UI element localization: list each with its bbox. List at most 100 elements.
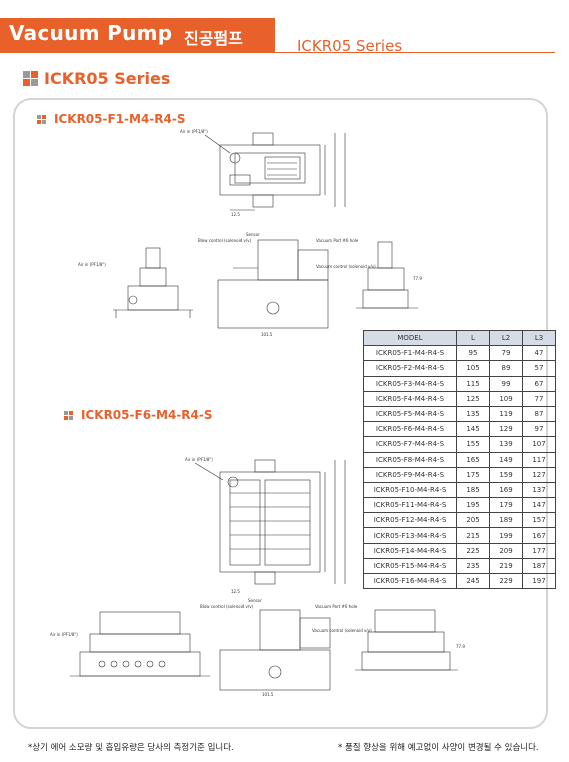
table-cell-model: ICKR05-F4-M4-R4-S [363,390,457,407]
drawing1-side-views: Air in (PF1/8") Blow control (solenoid v… [78,232,422,337]
table-cell-model: ICKR05-F9-M4-R4-S [363,466,457,483]
table-cell-value: 229 [489,572,523,590]
table-cell-model: ICKR05-F6-M4-R4-S [363,421,457,438]
table-cell-model: ICKR05-F11-M4-R4-S [363,497,457,514]
table-cell-value: 197 [522,572,556,590]
table-cell-value: 225 [456,542,490,559]
table-cell-value: 47 [522,345,556,362]
drawing2-side-views: Air in (PF1/8") Blow control (solenoid v… [50,598,465,697]
table-cell-value: 169 [489,481,523,499]
table-cell-value: 205 [456,512,490,529]
table-cell-value: 185 [456,481,490,499]
table-cell-value: 87 [522,405,556,423]
header-divider [0,52,555,53]
table-header: MODEL [363,329,457,347]
table-cell-value: 67 [522,375,556,392]
header-title: Vacuum Pump [9,21,173,45]
table-cell-value: 177 [522,542,556,559]
table-cell-value: 109 [489,390,523,407]
table-cell-value: 199 [489,527,523,544]
table-cell-value: 119 [489,405,523,423]
drawing2-blow-control-label: Blow control (solenoid v/v) [200,604,254,609]
table-cell-model: ICKR05-F14-M4-R4-S [363,542,457,559]
table-cell-value: 187 [522,557,556,575]
table-cell-value: 195 [456,497,490,514]
footer-note-right: * 품질 향상을 위해 예고없이 사양이 변경될 수 있습니다. [338,743,539,753]
table-cell-value: 137 [522,481,556,499]
table-cell-value: 57 [522,360,556,377]
table-cell-value: 179 [489,497,523,514]
table-cell-model: ICKR05-F5-M4-R4-S [363,405,457,423]
table-cell-value: 135 [456,405,490,423]
table-cell-value: 165 [456,451,490,468]
drawing2-sensor-label: Sensor [248,598,262,603]
section-title: ICKR05 Series [44,69,171,88]
subsection2-bullet-icon [64,411,74,421]
drawing1-air-in-label: Air in (PF1/8") [180,129,208,134]
table-cell-value: 235 [456,557,490,575]
drawing1-blow-control-label: Blow control (solenoid v/v) [198,238,252,243]
table-cell-model: ICKR05-F16-M4-R4-S [363,572,457,590]
table-header: L3 [522,329,556,347]
table-cell-value: 125 [456,390,490,407]
drawing1-top-view: Air in (PF1/8") 12.5 [180,129,346,217]
table-cell-value: 107 [522,436,556,453]
table-cell-value: 77 [522,390,556,407]
drawing2-dim-77-9: 77.9 [456,644,465,649]
table-cell-value: 209 [489,542,523,559]
table-cell-value: 145 [456,421,490,438]
drawing2-vacuum-port-label: Vacuum Port #6 hole [315,604,358,609]
table-cell-value: 105 [456,360,490,377]
table-cell-model: ICKR05-F1-M4-R4-S [363,345,457,362]
table-cell-value: 127 [522,466,556,483]
table-cell-model: ICKR05-F2-M4-R4-S [363,360,457,377]
table-header-row: MODEL L L2 L3 [363,329,556,347]
drawing1-dim-12-5: 12.5 [231,212,240,217]
header-banner [0,18,275,52]
table-cell-value: 79 [489,345,523,362]
table-cell-model: ICKR05-F13-M4-R4-S [363,527,457,544]
header-series: ICKR05 Series [297,37,403,55]
table-cell-value: 167 [522,527,556,544]
table-cell-value: 99 [489,375,523,392]
drawing1-vacuum-port-label: Vacuum Port #6 hole [316,238,359,243]
header-title-korean: 진공펌프 [184,29,243,48]
footer-note-left: *상기 에어 소모량 및 흡입유량은 당사의 측정기준 입니다. [28,743,234,753]
table-cell-value: 117 [522,451,556,468]
table-cell-value: 157 [522,512,556,529]
table-cell-value: 115 [456,375,490,392]
drawing1-sensor-label: Sensor [246,232,260,237]
table-header: L [456,329,490,347]
table-cell-value: 159 [489,466,523,483]
table-cell-model: ICKR05-F15-M4-R4-S [363,557,457,575]
drawing2-air-in-label: Air in (PF1/8") [185,457,213,462]
table-cell-value: 139 [489,436,523,453]
drawing2-dim-101-5: 101.5 [262,692,274,697]
subsection-bullet-icon [37,115,47,125]
table-cell-value: 245 [456,572,490,590]
drawing2-vacuum-control-label: Vacuum control (solenoid v/v) [312,628,372,633]
table-cell-model: ICKR05-F10-M4-R4-S [363,481,457,499]
drawing1-vacuum-control-label: Vacuum control (solenoid v/v) [316,264,376,269]
table-cell-value: 215 [456,527,490,544]
table-header: L2 [489,329,523,347]
section-bullet-icon [23,71,39,87]
table-cell-value: 219 [489,557,523,575]
table-cell-value: 147 [522,497,556,514]
table-cell-value: 155 [456,436,490,453]
table-cell-value: 149 [489,451,523,468]
table-cell-model: ICKR05-F7-M4-R4-S [363,436,457,453]
